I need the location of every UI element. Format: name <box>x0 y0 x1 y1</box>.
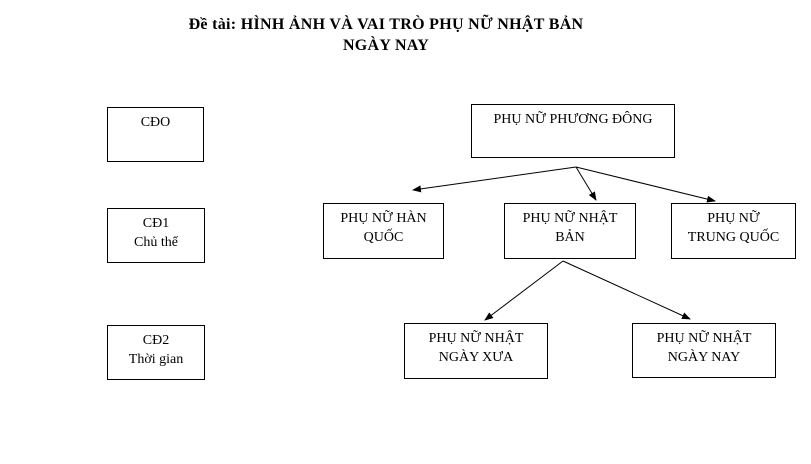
diagram-title-line2: NGÀY NAY <box>342 37 430 54</box>
node-phu-nu-trung-quoc-line2: TRUNG QUỐC <box>687 230 780 245</box>
node-phu-nu-nhat-ban-line2: BẢN <box>555 230 585 245</box>
node-phu-nu-phuong-dong: PHỤ NỮ PHƯƠNG ĐÔNG <box>471 104 675 158</box>
node-cd2-label: CĐ2 <box>142 333 170 348</box>
node-phu-nu-trung-quoc-line1: PHỤ NỮ <box>707 211 760 226</box>
node-cd2: CĐ2 Thời gian <box>107 325 205 380</box>
node-cdo-label: CĐO <box>140 115 171 130</box>
arrow-root-to-han-quoc <box>412 166 577 193</box>
arrow-root-to-nhat-ban <box>575 166 597 201</box>
node-phu-nu-nhat-ban: PHỤ NỮ NHẬT BẢN <box>504 203 636 259</box>
diagram-title-line1: Đề tài: HÌNH ẢNH VÀ VAI TRÒ PHỤ NỮ NHẬT … <box>188 16 584 33</box>
node-phu-nu-nhat-ngay-nay-line1: PHỤ NỮ NHẬT <box>656 331 752 346</box>
node-cd1: CĐ1 Chủ thể <box>107 208 205 263</box>
node-phu-nu-nhat-ban-line1: PHỤ NỮ NHẬT <box>522 211 618 226</box>
node-phu-nu-nhat-ngay-nay: PHỤ NỮ NHẬT NGÀY NAY <box>632 323 776 378</box>
node-cd1-label: CĐ1 <box>142 216 170 231</box>
diagram-title: Đề tài: HÌNH ẢNH VÀ VAI TRÒ PHỤ NỮ NHẬT … <box>0 14 772 56</box>
node-phu-nu-han-quoc: PHỤ NỮ HÀN QUỐC <box>323 203 444 259</box>
node-cd2-sublabel: Thời gian <box>128 352 184 367</box>
node-phu-nu-nhat-ngay-xua-line2: NGÀY XƯA <box>438 350 514 365</box>
node-phu-nu-han-quoc-line2: QUỐC <box>363 230 404 245</box>
node-phu-nu-nhat-ngay-xua-line1: PHỤ NỮ NHẬT <box>428 331 524 346</box>
arrow-nhat-ban-to-ngay-xua <box>484 260 564 321</box>
node-phu-nu-trung-quoc: PHỤ NỮ TRUNG QUỐC <box>671 203 796 259</box>
node-cd1-sublabel: Chủ thể <box>134 235 178 250</box>
node-cdo: CĐO <box>107 107 204 162</box>
node-phu-nu-nhat-ngay-xua: PHỤ NỮ NHẬT NGÀY XƯA <box>404 323 548 379</box>
node-phu-nu-nhat-ngay-nay-line2: NGÀY NAY <box>667 350 741 365</box>
node-phu-nu-phuong-dong-label: PHỤ NỮ PHƯƠNG ĐÔNG <box>493 112 653 127</box>
arrow-nhat-ban-to-ngay-nay <box>562 260 691 320</box>
node-phu-nu-han-quoc-line1: PHỤ NỮ HÀN <box>340 211 427 226</box>
arrow-root-to-trung-quoc <box>575 166 716 203</box>
